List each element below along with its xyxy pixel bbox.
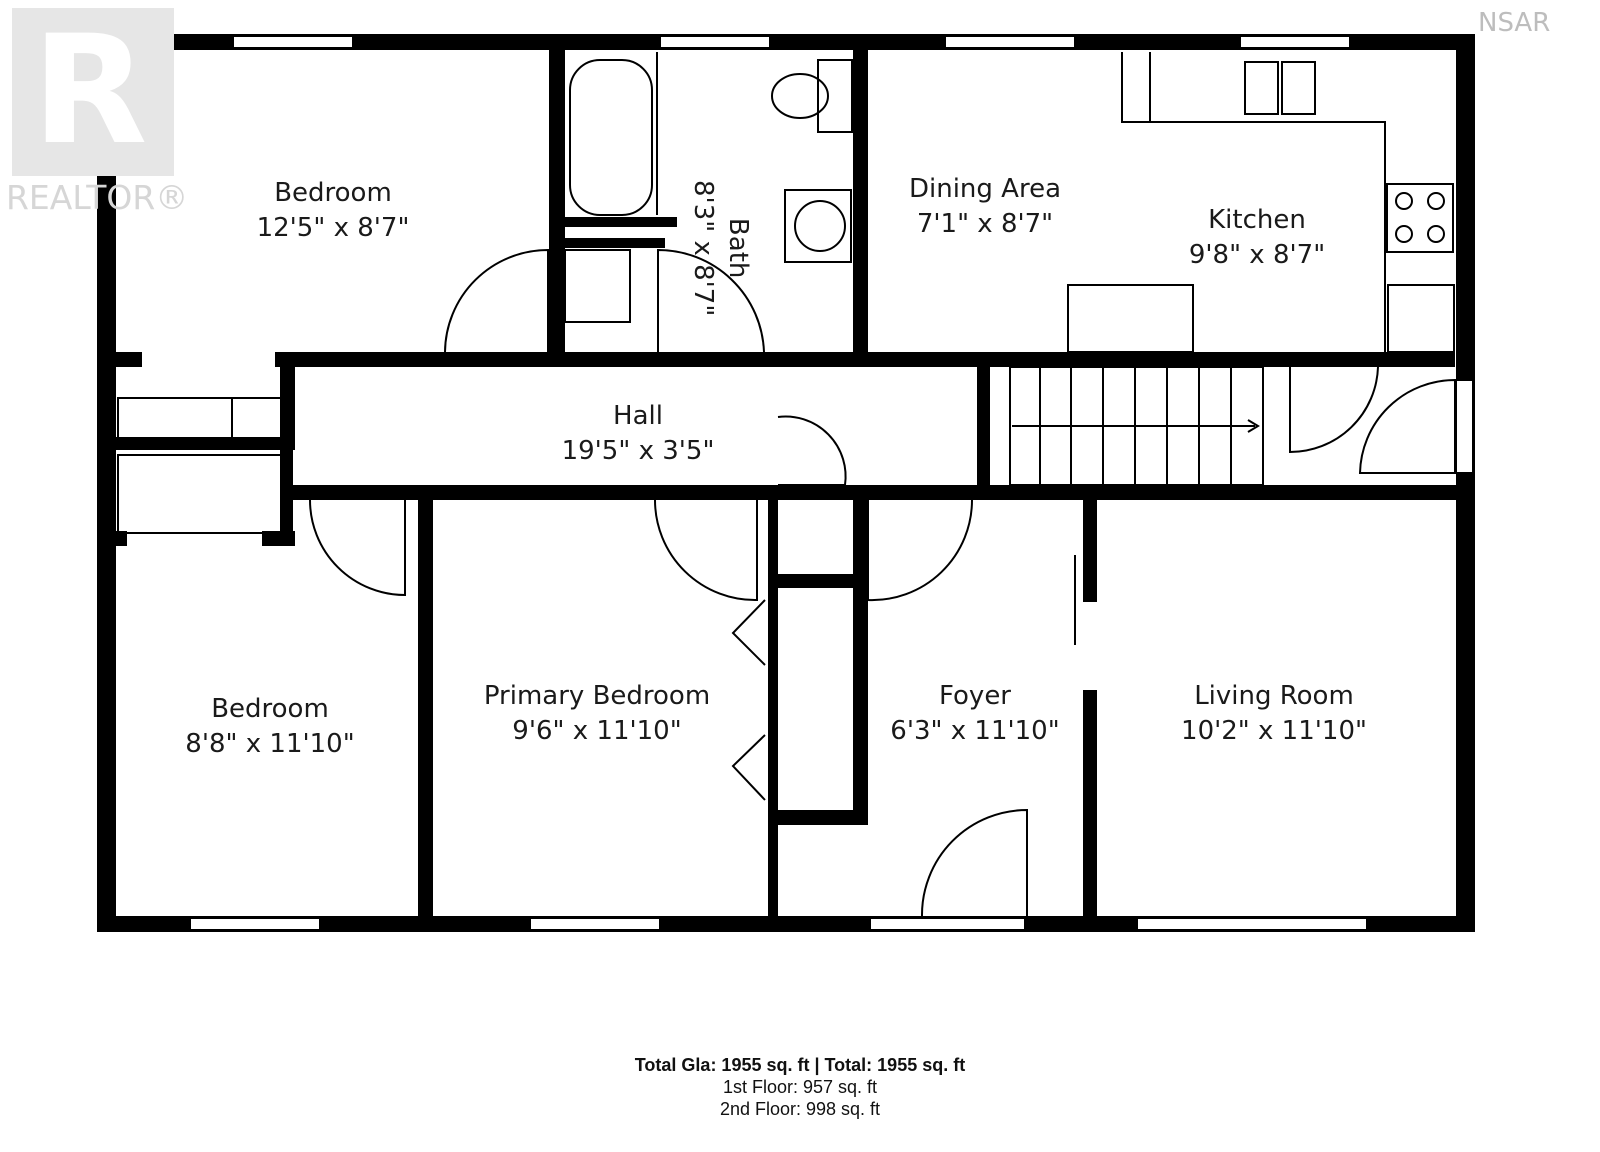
room-dimensions: 10'2" x 11'10" <box>1181 716 1367 746</box>
room-dimensions: 9'8" x 8'7" <box>1188 240 1326 270</box>
closet-shelves <box>117 249 631 534</box>
room-name: Kitchen <box>1208 205 1306 235</box>
sink-vanity <box>784 189 852 263</box>
room-label-bath: Bath 8'3" x 8'7" <box>685 180 755 316</box>
room-name: Bedroom <box>274 178 392 208</box>
second-floor-area: 2nd Floor: 998 sq. ft <box>719 1099 881 1119</box>
interior-walls <box>97 34 1475 925</box>
exterior-walls <box>97 34 1475 932</box>
room-label-kitchen: Kitchen 9'8" x 8'7" <box>1189 203 1325 273</box>
nsar-logo: NSAR <box>1478 8 1598 56</box>
total-area: Total Gla: 1955 sq. ft | Total: 1955 sq.… <box>634 1055 966 1075</box>
door-swings <box>309 248 1456 917</box>
room-dimensions: 7'1" x 8'7" <box>916 209 1054 239</box>
room-name: Bath <box>723 217 753 279</box>
bathtub <box>569 52 658 216</box>
room-name: Living Room <box>1194 681 1354 711</box>
realtor-logo: R REALTOR® <box>6 8 188 217</box>
toilet <box>771 59 853 133</box>
room-label-primary-bedroom: Primary Bedroom 9'6" x 11'10" <box>484 679 710 749</box>
room-label-bedroom-bottom-left: Bedroom 8'8" x 11'10" <box>185 692 354 762</box>
room-name: Primary Bedroom <box>483 681 711 711</box>
first-floor-area: 1st Floor: 957 sq. ft <box>722 1077 878 1097</box>
room-name: Dining Area <box>908 174 1062 204</box>
room-label-bedroom-top-left: Bedroom 12'5" x 8'7" <box>257 176 410 246</box>
area-totals: Total Gla: 1955 sq. ft | Total: 1955 sq.… <box>0 1054 1600 1120</box>
room-label-living-room: Living Room 10'2" x 11'10" <box>1181 679 1367 749</box>
kitchen-counters <box>1067 52 1455 353</box>
realtor-r-mark-icon: R <box>12 8 174 176</box>
room-label-dining-area: Dining Area 7'1" x 8'7" <box>909 172 1061 242</box>
room-dimensions: 19'5" x 3'5" <box>561 436 715 466</box>
room-name: Hall <box>613 401 663 431</box>
room-label-foyer: Foyer 6'3" x 11'10" <box>890 679 1059 749</box>
room-dimensions: 6'3" x 11'10" <box>890 716 1060 746</box>
realtor-wordmark: REALTOR® <box>6 178 189 217</box>
stairs <box>1009 366 1264 486</box>
window-openings <box>189 35 1474 931</box>
room-name: Bedroom <box>211 694 329 724</box>
room-dimensions: 8'3" x 8'7" <box>688 180 718 317</box>
realtor-mark-letter: R <box>32 4 148 178</box>
nsar-wordmark: NSAR <box>1478 8 1551 38</box>
room-dimensions: 9'6" x 11'10" <box>512 716 682 746</box>
room-name: Foyer <box>938 681 1012 711</box>
room-dimensions: 8'8" x 11'10" <box>185 729 355 759</box>
room-dimensions: 12'5" x 8'7" <box>256 213 410 243</box>
room-label-hall: Hall 19'5" x 3'5" <box>562 399 715 469</box>
